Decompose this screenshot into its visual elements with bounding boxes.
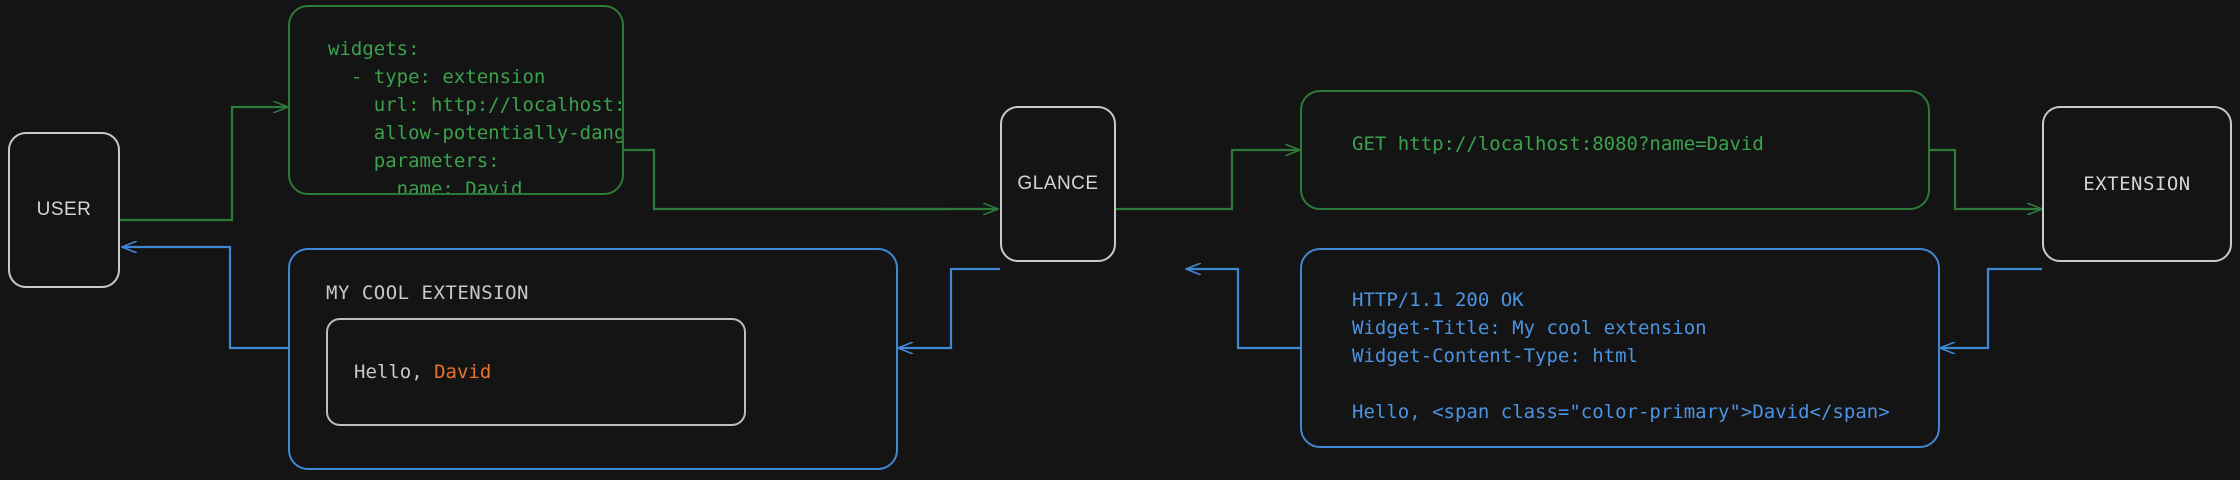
wire-request-to-extension xyxy=(1930,148,2042,209)
node-user-label: USER xyxy=(36,199,92,220)
wire-user-to-config xyxy=(120,107,288,222)
rendered-widget-title: MY COOL EXTENSION xyxy=(326,282,529,304)
config-yaml-text: widgets: - type: extension url: http://l… xyxy=(328,38,624,195)
rendered-widget-body: MY COOL EXTENSION Hello, David xyxy=(290,250,896,468)
message-http-request: GET http://localhost:8080?name=David xyxy=(1300,90,1930,210)
http-request-text: GET http://localhost:8080?name=David xyxy=(1352,133,1764,155)
http-response-text: HTTP/1.1 200 OK Widget-Title: My cool ex… xyxy=(1352,289,1890,423)
wire-glance-to-request xyxy=(1116,150,1300,211)
greeting-prefix: Hello, xyxy=(354,361,435,383)
wire-response-to-glance xyxy=(1186,269,1300,350)
wire-config-to-glance xyxy=(624,148,998,209)
node-glance[interactable]: GLANCE xyxy=(1000,106,1116,262)
node-extension[interactable]: EXTENSION xyxy=(2042,106,2232,262)
message-rendered-widget: MY COOL EXTENSION Hello, David xyxy=(288,248,898,470)
node-glance-label: GLANCE xyxy=(1017,173,1099,194)
node-extension-label: EXTENSION xyxy=(2083,173,2191,195)
message-http-response: HTTP/1.1 200 OK Widget-Title: My cool ex… xyxy=(1300,248,1940,448)
wire-widget-to-user xyxy=(122,247,288,350)
greeting-name: David xyxy=(434,361,492,383)
rendered-widget-card: Hello, David xyxy=(326,318,746,426)
wire-glance-to-widget xyxy=(898,267,1000,348)
wire-extension-to-response xyxy=(1940,267,2042,348)
node-user[interactable]: USER xyxy=(8,132,120,288)
message-config-yaml: widgets: - type: extension url: http://l… xyxy=(288,5,624,195)
rendered-widget-greeting: Hello, David xyxy=(354,361,491,383)
